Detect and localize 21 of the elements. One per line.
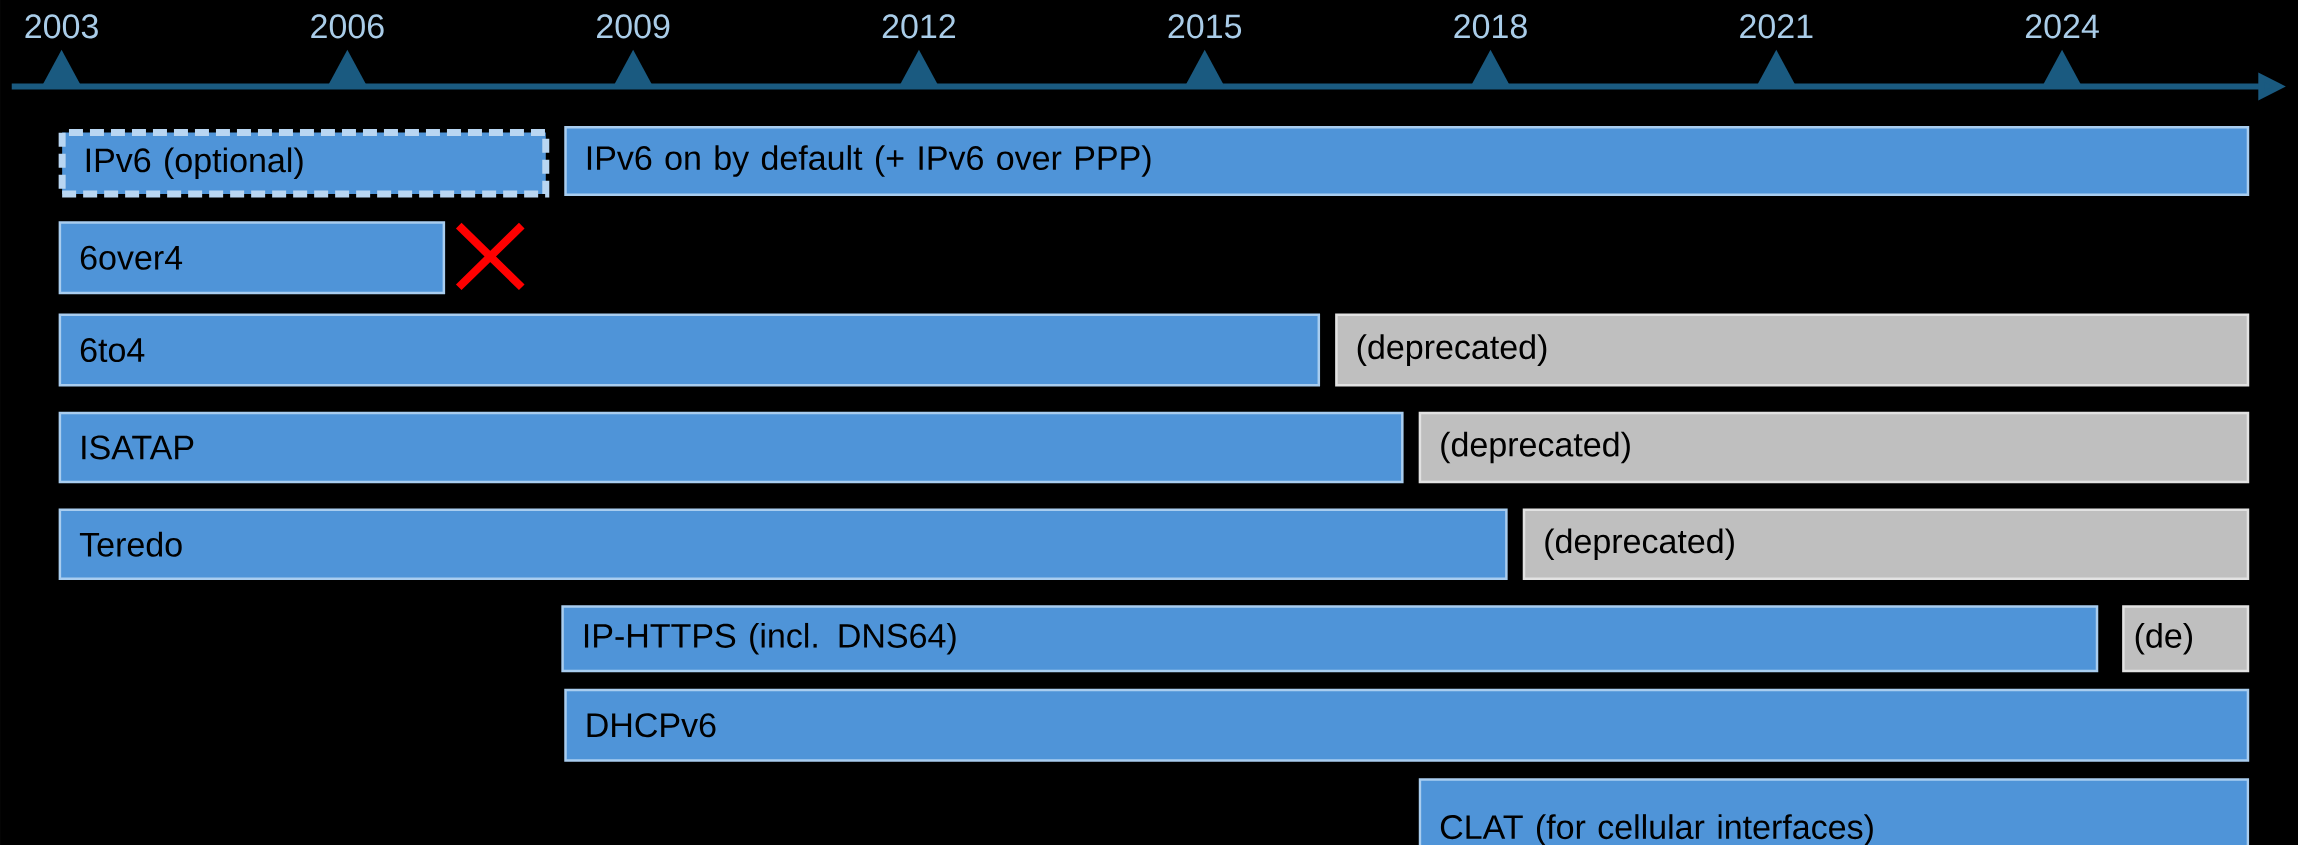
- optional-bar: IPv6 (optional): [58, 128, 550, 198]
- timeline-bar: CLAT (for cellular interfaces): [1418, 778, 2250, 845]
- timeline-bar: 6over4: [58, 221, 446, 295]
- deprecated-bar: (deprecated): [1335, 313, 2250, 387]
- year-label: 2021: [1740, 14, 1813, 39]
- timeline-bar: DHCPv6: [564, 688, 2250, 762]
- timeline-bar: ISATAP: [58, 411, 1404, 484]
- timeline-bar: IPv6 on by default (+ IPv6 over PPP): [564, 126, 2250, 196]
- year-label: 2006: [311, 14, 384, 39]
- timeline-bar: IP-HTTPS (incl. DNS64): [561, 605, 2099, 673]
- timeline-bar: Teredo: [58, 508, 1508, 580]
- year-label: 2009: [597, 14, 670, 39]
- timeline-bar: 6to4: [58, 313, 1321, 387]
- year-label: 2024: [2025, 14, 2099, 39]
- deprecated-bar: (deprecated): [1522, 508, 2250, 580]
- year-label: 2003: [25, 14, 98, 39]
- deprecated-bar: (deprecated): [1418, 411, 2250, 484]
- year-label: 2015: [1168, 14, 1242, 39]
- year-label: 2012: [882, 14, 956, 39]
- year-label: 2018: [1454, 14, 1527, 39]
- deprecated-bar: (de): [2122, 605, 2250, 673]
